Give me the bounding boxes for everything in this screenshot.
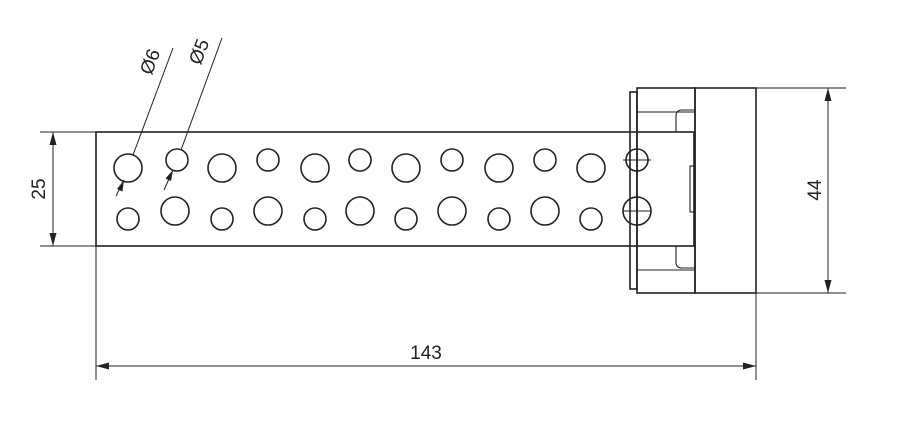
- dimension-label-44: 44: [805, 179, 826, 201]
- hole: [345, 196, 375, 226]
- hole: [300, 153, 330, 183]
- clamp-hook-top: [675, 109, 695, 132]
- hole: [484, 153, 514, 183]
- arrowhead: [824, 88, 832, 101]
- leader-line: [180, 37, 223, 151]
- arrowhead: [96, 362, 109, 370]
- hole: [210, 207, 234, 231]
- dimension-label-diameter-5: Ø5: [186, 36, 215, 67]
- clamp-bracket: [629, 87, 757, 294]
- hole: [348, 148, 372, 172]
- perforated-plate: [95, 131, 695, 247]
- dimension-label-143: 143: [410, 343, 442, 364]
- hole: [116, 207, 140, 231]
- hole: [440, 148, 464, 172]
- hole: [394, 207, 418, 231]
- dimension-length-total: 143: [95, 246, 757, 380]
- hole: [487, 207, 511, 231]
- hole: [160, 196, 190, 226]
- dimension-height-total: 44: [756, 87, 846, 294]
- dimension-height-plate: 25: [29, 131, 96, 247]
- arrowhead: [117, 180, 124, 192]
- arrowhead: [743, 362, 756, 370]
- clamp-plate-outer: [629, 91, 638, 290]
- arrowhead: [49, 233, 57, 246]
- arrowhead: [49, 132, 57, 145]
- dimension-label-diameter-6: Ø6: [137, 46, 166, 77]
- plate-outline: [95, 131, 695, 247]
- clamp-plate-inner: [636, 87, 696, 294]
- hole: [391, 153, 421, 183]
- hole: [533, 148, 557, 172]
- dimension-label-25: 25: [29, 178, 50, 199]
- hole: [530, 196, 560, 226]
- arrowhead: [165, 170, 173, 181]
- hole: [576, 153, 606, 183]
- hole: [165, 148, 189, 172]
- hole: [579, 207, 603, 231]
- hole: [437, 196, 467, 226]
- arrowhead: [824, 280, 832, 293]
- clamp-hook-bottom: [675, 246, 695, 269]
- hole: [256, 148, 280, 172]
- leader-line: [132, 47, 174, 156]
- hole: [253, 196, 283, 226]
- hole: [303, 207, 327, 231]
- clamp-block: [694, 87, 757, 294]
- hole: [207, 153, 237, 183]
- hole: [113, 153, 143, 183]
